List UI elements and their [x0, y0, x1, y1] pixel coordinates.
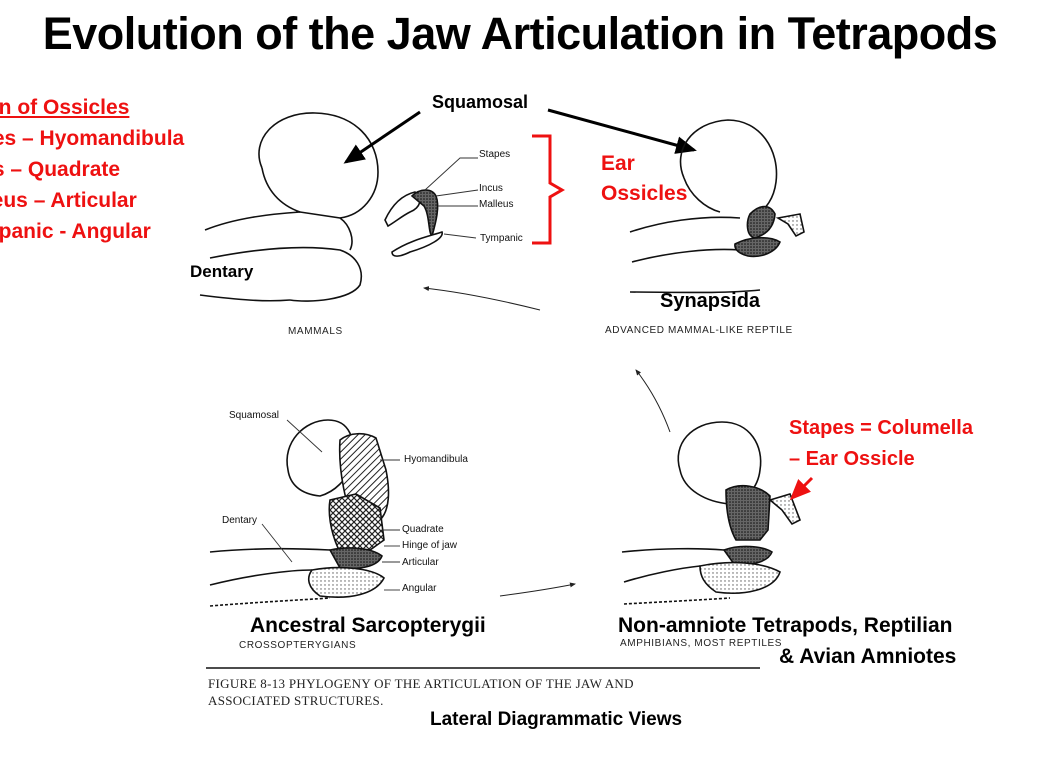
ear-ossicles-label-2: Ossicles: [601, 182, 688, 205]
fig-label-mammals: MAMMALS: [288, 326, 343, 337]
origin-list-item: mpanic - Angular: [0, 220, 151, 243]
fig-label-squamosal: Squamosal: [229, 410, 280, 421]
squamosal-arrow-right: [547, 108, 697, 154]
fig-label-angular: Angular: [402, 583, 437, 594]
origin-list-item: lleus – Articular: [0, 189, 137, 212]
origin-list-heading: gin of Ossicles: [0, 96, 130, 119]
lateral-views-label: Lateral Diagrammatic Views: [430, 709, 683, 730]
nonamniote-label-2: & Avian Amniotes: [779, 645, 957, 668]
fig-label-crossopterygians: CROSSOPTERYGIANS: [239, 640, 357, 651]
ancestral-sarcopterygii-label: Ancestral Sarcopterygii: [250, 614, 486, 637]
figure-caption-line-1: FIGURE 8-13 PHYLOGENY OF THE ARTICULATIO…: [208, 676, 634, 691]
stapes-columella-label-2: – Ear Ossicle: [789, 448, 915, 470]
ancestral-leader-lines: [261, 419, 400, 591]
fig-label-stapes: Stapes: [479, 149, 511, 160]
fig-label-hyomandibula: Hyomandibula: [404, 454, 468, 465]
ear-ossicles-bracket: [532, 134, 565, 245]
fig-label-dentary: Dentary: [222, 515, 258, 526]
nonamniote-label-1: Non-amniote Tetrapods, Reptilian: [618, 614, 953, 637]
origin-list-item: pes – Hyomandibula: [0, 127, 185, 150]
fig-label-advanced: ADVANCED MAMMAL-LIKE REPTILE: [605, 325, 793, 336]
figure-caption-line-2: ASSOCIATED STRUCTURES.: [208, 693, 384, 708]
fig-label-tympanic: Tympanic: [480, 233, 523, 244]
stapes-red-arrow: [789, 476, 814, 501]
mammal-leader-lines: [424, 157, 479, 239]
ear-ossicles-label-1: Ear: [601, 152, 635, 175]
fig-label-quadrate: Quadrate: [402, 524, 444, 535]
return-arrow-top: [423, 286, 541, 311]
origin-list-item: us – Quadrate: [0, 158, 121, 181]
stapes-columella-label-1: Stapes = Columella: [789, 417, 973, 439]
fig-label-amphibians: AMPHIBIANS, MOST REPTILES: [620, 638, 783, 649]
fig-label-incus: Incus: [479, 183, 503, 194]
dentary-label: Dentary: [190, 262, 254, 281]
fig-label-hinge: Hinge of jaw: [402, 540, 458, 551]
synapsid-skull-diagram: [629, 119, 805, 294]
ancestral-skull-diagram: [209, 419, 390, 607]
origin-of-ossicles-list: gin of Ossicles pes – Hyomandibula us – …: [0, 92, 230, 247]
page-title: Evolution of the Jaw Articulation in Tet…: [42, 8, 998, 59]
nonamniote-skull-diagram: [621, 421, 802, 605]
upward-arrow-right: [635, 369, 671, 433]
squamosal-arrow-left: [343, 110, 421, 164]
fig-label-malleus: Malleus: [479, 199, 514, 210]
forward-arrow-bottom: [499, 582, 576, 597]
squamosal-label: Squamosal: [432, 92, 529, 112]
fig-label-articular: Articular: [402, 557, 439, 568]
mammal-skull-diagram: [199, 112, 443, 302]
synapsida-label: Synapsida: [660, 290, 761, 312]
